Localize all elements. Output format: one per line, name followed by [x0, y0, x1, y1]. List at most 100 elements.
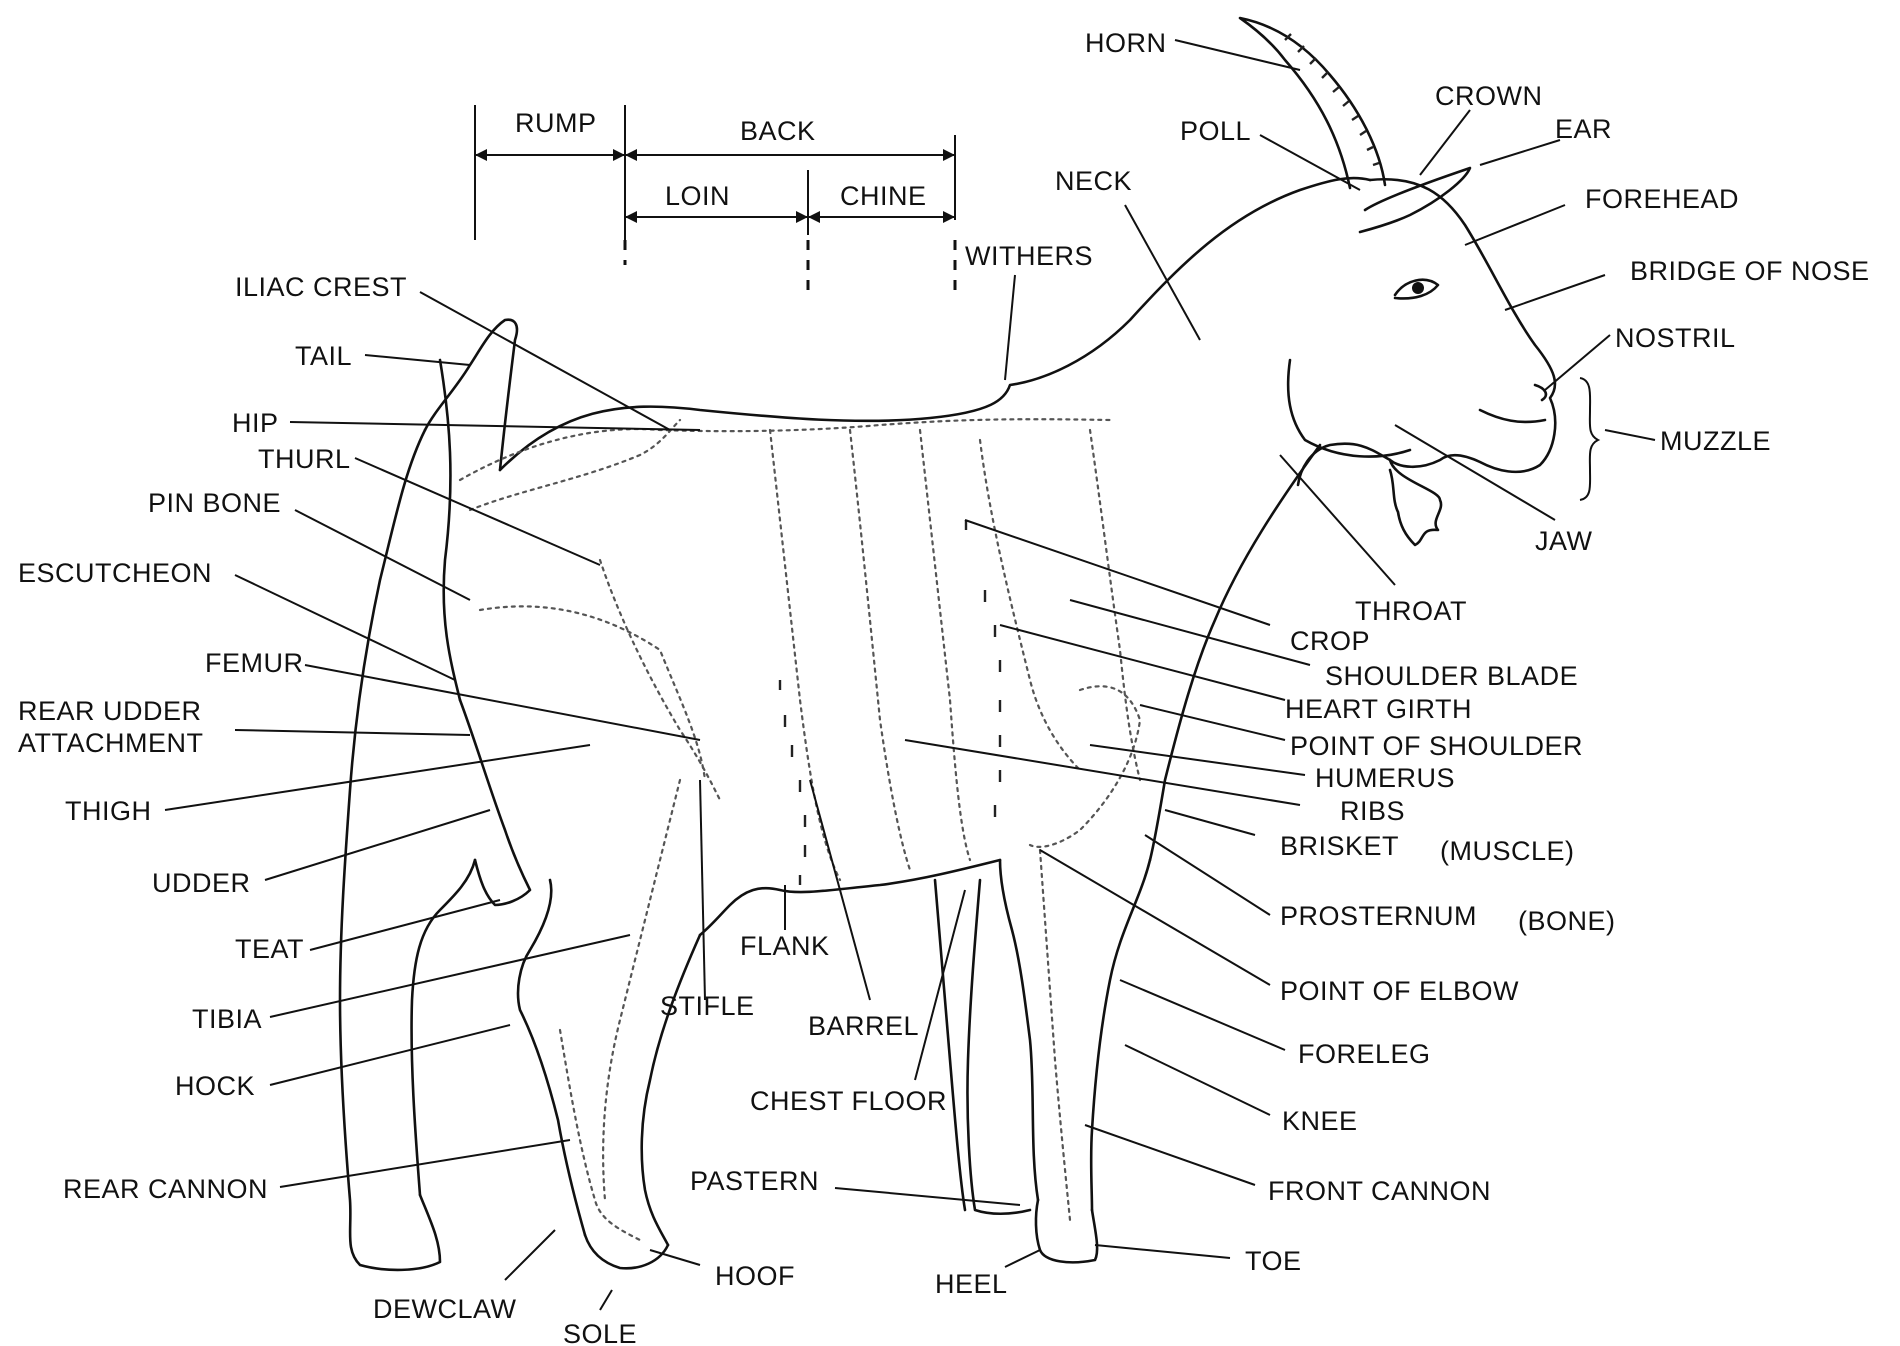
far-foreleg: [967, 880, 1030, 1214]
ribcage-mid: [850, 430, 910, 870]
far-hindleg: [412, 860, 475, 1195]
label-brisket: BRISKET: [1280, 831, 1399, 861]
leader-rear-udder: [235, 730, 470, 735]
arrow-back-left: [625, 149, 637, 161]
leader-nostril: [1545, 335, 1610, 390]
humerus-bone: [1030, 686, 1140, 847]
arrow-back-right: [943, 149, 955, 161]
leader-foreleg: [1120, 980, 1285, 1050]
arrow-chine-right: [943, 211, 955, 223]
label-ear: EAR: [1555, 114, 1612, 144]
scapula-back: [1090, 430, 1140, 780]
leader-thigh: [165, 745, 590, 810]
leader-iliac-crest: [420, 292, 670, 430]
leader-femur: [305, 665, 700, 740]
leader-chest-floor: [915, 890, 965, 1080]
leader-sole: [600, 1290, 612, 1310]
ribcage-front: [920, 430, 970, 860]
leader-neck: [1125, 205, 1200, 340]
jaw-outline: [1288, 360, 1410, 457]
leader-heart-girth: [1000, 625, 1285, 700]
label-hip: HIP: [232, 408, 279, 438]
far-foreleg-back: [935, 880, 965, 1210]
leader-thurl: [355, 458, 600, 565]
leader-ribs: [905, 740, 1300, 805]
label-loin: LOIN: [665, 181, 730, 211]
leader-point-of-elbow: [1040, 850, 1270, 985]
nostril-outline: [1535, 385, 1546, 400]
leader-udder: [265, 810, 490, 880]
front-hoof: [1036, 1200, 1097, 1262]
foreleg-back: [1000, 860, 1038, 1200]
label-neck: NECK: [1055, 166, 1132, 196]
scapula-bone: [980, 440, 1080, 770]
label-pastern: PASTERN: [690, 1166, 819, 1196]
rear-cannon-bone: [560, 1030, 640, 1240]
label-brisket-note: (MUSCLE): [1440, 836, 1575, 866]
eye-pupil: [1412, 282, 1424, 294]
ear-outline: [1360, 168, 1470, 232]
arrow-rump-right: [613, 149, 625, 161]
leader-rear-cannon: [280, 1140, 570, 1187]
label-flank: FLANK: [740, 931, 830, 961]
label-teat: TEAT: [235, 934, 304, 964]
label-tail: TAIL: [295, 341, 352, 371]
rib-ticks-front: [966, 520, 1000, 817]
horn-ridges: [1285, 34, 1379, 165]
label-heel: HEEL: [935, 1269, 1008, 1299]
label-rear-udder-1: REAR UDDER: [18, 696, 202, 726]
label-humerus: HUMERUS: [1315, 763, 1455, 793]
leader-prosternum: [1145, 835, 1270, 915]
leader-heel: [1005, 1250, 1040, 1267]
arrow-chine-left: [808, 211, 820, 223]
label-rump: RUMP: [515, 108, 597, 138]
label-point-of-shoulder: POINT OF SHOULDER: [1290, 731, 1583, 761]
label-crop: CROP: [1290, 626, 1370, 656]
leader-pastern: [835, 1188, 1020, 1205]
label-hock: HOCK: [175, 1071, 255, 1101]
leader-tail: [365, 355, 470, 365]
label-foreleg: FORELEG: [1298, 1039, 1431, 1069]
label-forehead: FOREHEAD: [1585, 184, 1739, 214]
label-throat: THROAT: [1355, 596, 1467, 626]
arrow-loin-left: [625, 211, 637, 223]
leader-throat: [1280, 455, 1395, 585]
label-barrel: BARREL: [808, 1011, 919, 1041]
label-tibia: TIBIA: [192, 1004, 262, 1034]
label-hoof: HOOF: [715, 1261, 795, 1291]
arrow-rump-left: [475, 149, 487, 161]
hindleg-front: [642, 935, 700, 1245]
label-back: BACK: [740, 116, 816, 146]
label-horn: HORN: [1085, 28, 1167, 58]
beard-outline: [1390, 460, 1441, 545]
label-iliac-crest: ILIAC CREST: [235, 272, 407, 302]
leader-hock: [270, 1025, 510, 1085]
ribcage-back: [770, 430, 840, 880]
leader-brisket: [1165, 810, 1255, 835]
leader-teat: [310, 900, 500, 950]
leader-poll: [1260, 135, 1360, 190]
label-crown: CROWN: [1435, 81, 1542, 111]
leader-crop: [965, 520, 1270, 625]
mouth-line: [1480, 410, 1545, 422]
label-prosternum-note: (BONE): [1518, 906, 1616, 936]
leader-hip: [290, 422, 700, 430]
leader-humerus: [1090, 745, 1305, 775]
label-withers: WITHERS: [965, 241, 1093, 271]
foreleg-bone: [1040, 850, 1070, 1220]
topline: [500, 178, 1370, 470]
leader-ear: [1480, 140, 1560, 165]
label-muzzle: MUZZLE: [1660, 426, 1771, 456]
label-toe: TOE: [1245, 1246, 1302, 1276]
leader-stifle: [700, 780, 705, 1000]
label-escutcheon: ESCUTCHEON: [18, 558, 212, 588]
label-poll: POLL: [1180, 116, 1251, 146]
rib-markers: [780, 520, 1000, 885]
leader-knee: [1125, 1045, 1270, 1115]
thigh-bone-outline: [480, 606, 705, 780]
leader-crown: [1420, 110, 1470, 175]
label-bridge-of-nose: BRIDGE OF NOSE: [1630, 256, 1870, 286]
labels: HORN POLL CROWN EAR FOREHEAD BRIDGE OF N…: [18, 28, 1870, 1346]
leader-dewclaw: [505, 1230, 555, 1280]
